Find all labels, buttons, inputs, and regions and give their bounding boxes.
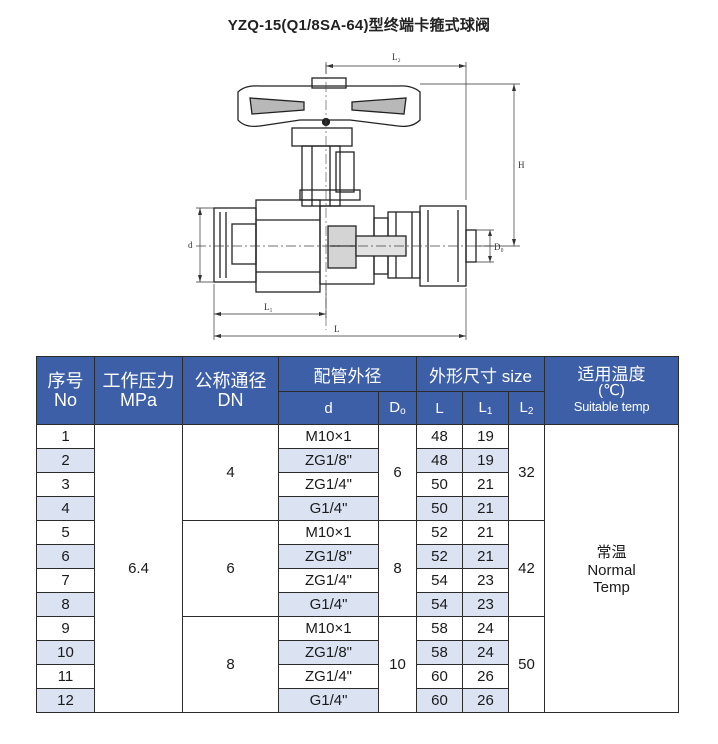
cell-L: 50 bbox=[416, 472, 463, 497]
cell-no: 9 bbox=[36, 616, 95, 641]
cell-no: 10 bbox=[36, 640, 95, 665]
dim-label-H: H bbox=[518, 160, 525, 170]
cell-d: G1/4" bbox=[278, 688, 379, 713]
cell-L: 60 bbox=[416, 664, 463, 689]
cell-d: ZG1/8" bbox=[278, 544, 379, 569]
valve-technical-drawing: L₂ H d D₀ L₁ L bbox=[0, 40, 718, 352]
cell-d: ZG1/8" bbox=[278, 448, 379, 473]
cell-no: 7 bbox=[36, 568, 95, 593]
header-L: L bbox=[416, 391, 463, 425]
cell-L1: 21 bbox=[462, 496, 509, 521]
cell-d: ZG1/4" bbox=[278, 664, 379, 689]
cell-no: 8 bbox=[36, 592, 95, 617]
header-d: d bbox=[278, 391, 379, 425]
cell-d: ZG1/8" bbox=[278, 640, 379, 665]
table-row: 10 ZG1/8" 58 24 bbox=[36, 640, 679, 665]
cell-L: 60 bbox=[416, 688, 463, 713]
cell-d: G1/4" bbox=[278, 592, 379, 617]
dim-label-d: d bbox=[188, 240, 193, 250]
cell-L: 54 bbox=[416, 592, 463, 617]
dim-label-L1: L₁ bbox=[264, 302, 273, 312]
cell-pressure: 6.4 bbox=[94, 424, 183, 713]
table-row: 9 8 M10×1 10 58 24 50 bbox=[36, 616, 679, 713]
cell-L1: 21 bbox=[462, 544, 509, 569]
dim-label-L: L bbox=[334, 324, 340, 334]
cell-L: 52 bbox=[416, 520, 463, 545]
valve-drawing-svg: L₂ H d D₀ L₁ L bbox=[188, 52, 525, 340]
header-D0: Do bbox=[378, 391, 417, 425]
header-size: 外形尺寸 size bbox=[416, 356, 545, 392]
header-L1: L1 bbox=[462, 391, 509, 425]
cell-L1: 19 bbox=[462, 448, 509, 473]
cell-D0: 10 bbox=[378, 616, 417, 713]
cell-L1: 24 bbox=[462, 616, 509, 641]
cell-L: 58 bbox=[416, 640, 463, 665]
dim-label-L2: L₂ bbox=[392, 52, 401, 62]
table-row: 7 ZG1/4" 54 23 bbox=[36, 568, 679, 593]
cell-no: 5 bbox=[36, 520, 95, 545]
cell-L: 50 bbox=[416, 496, 463, 521]
cell-L1: 24 bbox=[462, 640, 509, 665]
cell-D0: 8 bbox=[378, 520, 417, 617]
header-L2: L2 bbox=[508, 391, 545, 425]
page-title: YZQ-15(Q1/8SA-64)型终端卡箍式球阀 bbox=[227, 17, 491, 34]
cell-L1: 23 bbox=[462, 568, 509, 593]
cell-L: 52 bbox=[416, 544, 463, 569]
cell-L2: 32 bbox=[508, 424, 545, 521]
cell-d: M10×1 bbox=[278, 424, 379, 449]
cell-no: 6 bbox=[36, 544, 95, 569]
cell-d: ZG1/4" bbox=[278, 568, 379, 593]
cell-no: 11 bbox=[36, 664, 95, 689]
table-row: 12 G1/4" 60 26 bbox=[36, 688, 679, 713]
cell-d: M10×1 bbox=[278, 520, 379, 545]
cell-dn: 8 bbox=[182, 616, 279, 713]
table-row: 11 ZG1/4" 60 26 bbox=[36, 664, 679, 689]
cell-dn: 6 bbox=[182, 520, 279, 617]
cell-no: 2 bbox=[36, 448, 95, 473]
cell-L1: 26 bbox=[462, 664, 509, 689]
cell-no: 1 bbox=[36, 424, 95, 449]
table-row: 6 ZG1/8" 52 21 bbox=[36, 544, 679, 569]
cell-L2: 50 bbox=[508, 616, 545, 713]
dim-label-D0: D₀ bbox=[494, 242, 504, 252]
cell-L: 48 bbox=[416, 424, 463, 449]
cell-L2: 42 bbox=[508, 520, 545, 617]
cell-L1: 23 bbox=[462, 592, 509, 617]
cell-L: 48 bbox=[416, 448, 463, 473]
cell-no: 12 bbox=[36, 688, 95, 713]
cell-no: 4 bbox=[36, 496, 95, 521]
cell-d: ZG1/4" bbox=[278, 472, 379, 497]
cell-L1: 26 bbox=[462, 688, 509, 713]
cell-D0: 6 bbox=[378, 424, 417, 521]
cell-d: G1/4" bbox=[278, 496, 379, 521]
header-temp: 适用温度 (℃) Suitable temp bbox=[544, 356, 679, 425]
cell-L1: 21 bbox=[462, 520, 509, 545]
cell-L: 54 bbox=[416, 568, 463, 593]
cell-L1: 21 bbox=[462, 472, 509, 497]
cell-no: 3 bbox=[36, 472, 95, 497]
cell-L1: 19 bbox=[462, 424, 509, 449]
cell-L: 58 bbox=[416, 616, 463, 641]
table-row: 4 G1/4" 50 21 bbox=[36, 496, 679, 521]
cell-d: M10×1 bbox=[278, 616, 379, 641]
header-pipe: 配管外径 bbox=[278, 356, 417, 392]
cell-dn: 4 bbox=[182, 424, 279, 521]
